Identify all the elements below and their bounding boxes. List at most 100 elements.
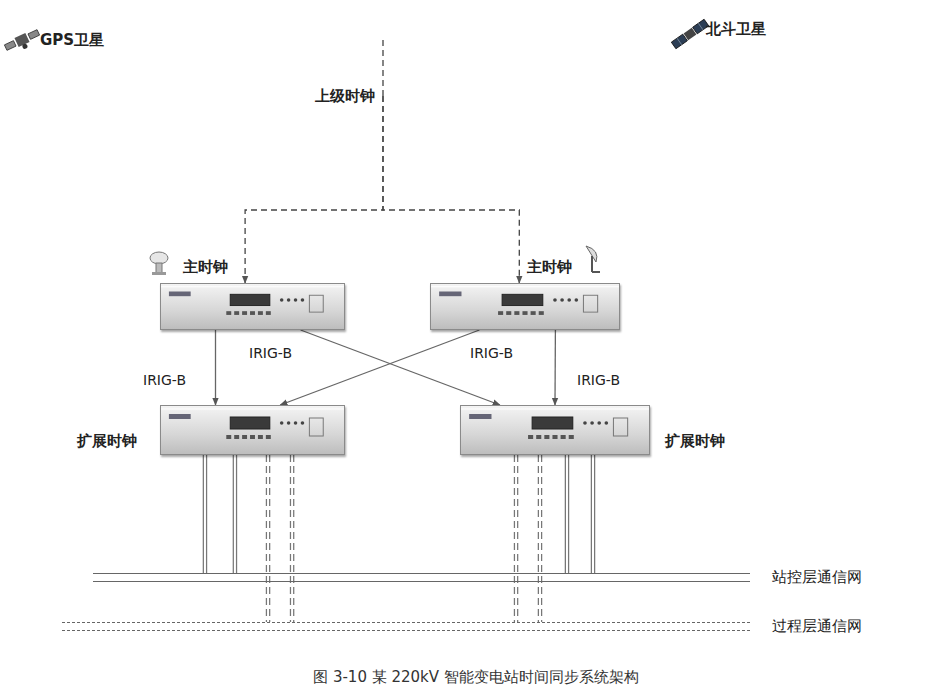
connector: [566, 455, 567, 573]
network-bus: 过程层通信网: [62, 622, 750, 631]
rack-detail: [280, 298, 284, 301]
rack-detail: [597, 421, 601, 425]
rack-detail: [301, 298, 305, 301]
art-shape: [150, 252, 168, 264]
rack-detail: [266, 435, 271, 439]
rack-detail: [552, 435, 557, 439]
clock-device: 扩展时钟: [460, 405, 650, 455]
rack-detail: [506, 311, 511, 315]
rack-detail: [583, 295, 597, 312]
rack-detail: [294, 298, 298, 301]
connector: [280, 330, 479, 405]
rack-detail: [250, 311, 255, 315]
rack-detail: [461, 409, 649, 410]
rack-detail: [514, 311, 519, 315]
beidou-antenna-icon: [586, 246, 600, 272]
rack-detail: [604, 421, 608, 425]
connector-inner: [566, 455, 568, 573]
rack-detail: [258, 311, 263, 315]
rack-detail: [539, 311, 544, 315]
connector: [301, 330, 500, 405]
connector: [539, 455, 540, 622]
rack-detail: [258, 435, 263, 439]
rack-detail: [309, 418, 323, 436]
rack-detail: [469, 414, 491, 419]
connector: [516, 455, 517, 622]
rack-detail: [294, 421, 298, 425]
node-label: 扩展时钟: [665, 432, 725, 450]
art-shape: [677, 38, 682, 45]
rack-detail: [502, 294, 543, 305]
rack-detail: [531, 311, 536, 315]
rack-face: [461, 406, 649, 454]
satellite-label: 北斗卫星: [706, 20, 766, 38]
connector-inner: [291, 455, 293, 622]
rack-detail: [169, 414, 191, 419]
connector-outer: [538, 455, 543, 622]
node-label: 过程层通信网: [772, 617, 862, 635]
rack-detail: [532, 417, 573, 429]
connector: [555, 330, 556, 405]
connector-outer: [290, 455, 295, 622]
rack-detail: [287, 421, 291, 425]
connector-path: [383, 96, 519, 283]
art-shape: [14, 33, 29, 47]
rack-detail: [287, 298, 291, 301]
rack-detail: [553, 298, 557, 301]
rack-detail: [569, 435, 574, 439]
node-label: 主时钟: [183, 258, 228, 276]
art-shape: [28, 30, 40, 40]
connector-inner: [592, 455, 594, 573]
rack-detail: [583, 421, 587, 425]
rack-face: [161, 406, 344, 454]
art-shape: [592, 271, 600, 273]
rack-detail: [169, 292, 191, 297]
rack-detail: [230, 294, 270, 305]
rack-detail: [161, 286, 344, 287]
connector-path: [280, 330, 479, 405]
rack-detail: [528, 435, 533, 439]
art-shape: [4, 41, 16, 51]
connector-path: [301, 330, 500, 405]
clock-device: 主时钟: [160, 283, 345, 330]
gps-satellite-icon: [4, 28, 43, 56]
satellite-label: GPS卫星: [40, 31, 104, 49]
figure-caption: 图 3-10 某 220kV 智能变电站时间同步系统架构: [313, 668, 639, 686]
rack-detail: [242, 435, 247, 439]
connector-inner: [234, 455, 236, 573]
rack-detail: [301, 421, 305, 425]
art-shape: [698, 23, 703, 30]
clock-device: 主时钟: [430, 283, 620, 330]
connector: [292, 455, 293, 622]
clock-device: 扩展时钟: [160, 405, 345, 455]
rack-detail: [230, 417, 270, 429]
rack-detail: [544, 435, 549, 439]
beidou-satellite-icon: [671, 19, 708, 48]
connector-outer: [266, 455, 271, 622]
rack-detail: [574, 298, 578, 301]
art-shape: [591, 256, 593, 272]
clock-source: 上级时钟: [311, 85, 383, 107]
rack-detail: [309, 295, 323, 312]
rack-detail: [226, 435, 231, 439]
art-shape: [22, 43, 29, 50]
rack-detail: [161, 409, 344, 410]
rack-detail: [234, 311, 239, 315]
rack-detail: [234, 435, 239, 439]
rack-detail: [266, 311, 271, 315]
connector: [215, 330, 216, 405]
rack-detail: [439, 292, 461, 297]
node-label: 站控层通信网: [772, 568, 862, 586]
rack-detail: [498, 311, 503, 315]
gps-antenna-icon: [150, 252, 168, 275]
upper-clock-feed-line: [382, 40, 383, 96]
connector: [383, 96, 519, 283]
connector-path: [215, 330, 216, 405]
rack-detail: [226, 311, 231, 315]
network-bus: 站控层通信网: [93, 573, 750, 582]
rack-detail: [242, 311, 247, 315]
connector: [234, 455, 235, 573]
art-shape: [156, 263, 162, 273]
art-shape: [671, 34, 687, 49]
